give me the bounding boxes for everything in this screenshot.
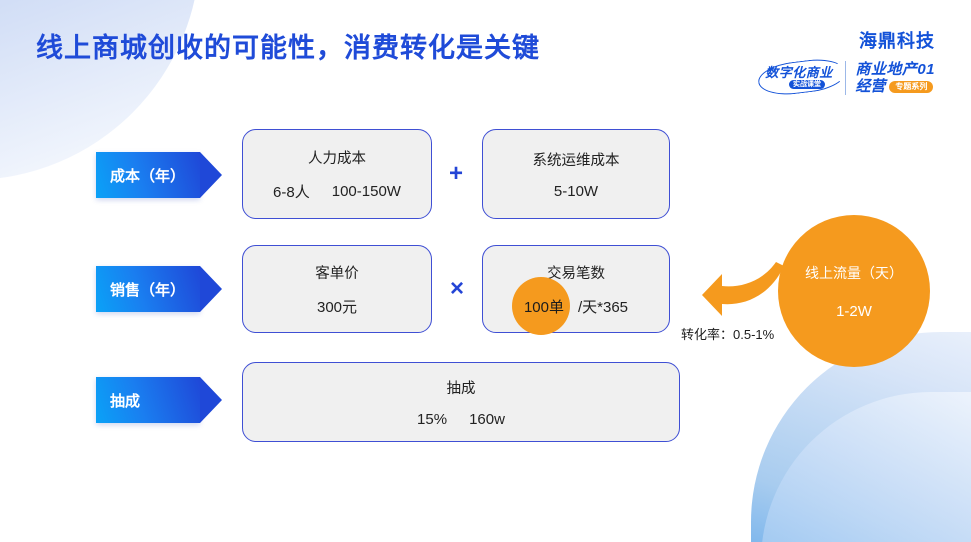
- card-unit-price[interactable]: 客单价 300元: [242, 245, 432, 333]
- card-labor-cost-title: 人力成本: [308, 150, 366, 167]
- card-labor-cost[interactable]: 人力成本 6-8人 100-150W: [242, 129, 432, 219]
- course-badge: 数字化商业 实战课堂: [756, 55, 848, 98]
- row-tag-sales: 销售（年）: [96, 266, 222, 312]
- brand-name: 海鼎科技: [859, 31, 935, 51]
- card-transaction-count[interactable]: 交易笔数 100单 /天*365: [482, 245, 670, 335]
- row-tag-cost: 成本（年）: [96, 152, 222, 198]
- card-commission-values: 15% 160w: [417, 411, 505, 428]
- card-labor-cost-values: 6-8人 100-150W: [273, 181, 401, 202]
- brand-sub-lockup: 数字化商业 实战课堂 商业地产01 经营 专题系列: [756, 55, 935, 98]
- series-line-2-row: 经营 专题系列: [855, 79, 935, 94]
- course-badge-main: 数字化商业: [765, 64, 833, 80]
- row-tag-commission-label: 抽成: [110, 392, 141, 410]
- page-title: 线上商城创收的可能性，消费转化是关键: [36, 33, 540, 63]
- conversion-rate-note: 转化率：0.5-1%: [681, 327, 775, 342]
- highlight-blob: [511, 277, 570, 335]
- tag-arrow-icon: [200, 377, 222, 423]
- traffic-bubble-value: 1-2W: [836, 302, 872, 320]
- curved-left-arrow-icon: [702, 262, 784, 316]
- row-tag-sales-label: 销售（年）: [110, 281, 186, 299]
- card-value: 15%: [417, 410, 448, 428]
- course-badge-sub: 实战课堂: [789, 79, 826, 89]
- series-label: 商业地产01 经营 专题系列: [855, 62, 935, 94]
- card-system-ops-cost-values: 5-10W: [554, 183, 598, 200]
- traffic-bubble-title: 线上流量（天）: [805, 264, 903, 281]
- card-value: 6-8人: [273, 183, 310, 201]
- operator-multiply: ×: [450, 275, 465, 302]
- card-transaction-count-values: 100单 /天*365: [511, 277, 629, 335]
- card-unit-price-title: 客单价: [315, 265, 359, 282]
- card-value-suffix: /天*365: [577, 298, 629, 316]
- series-line-1: 商业地产01: [855, 61, 935, 78]
- card-value: 100-150W: [331, 182, 401, 200]
- card-value-highlight: 100单: [523, 298, 564, 316]
- series-line-2: 经营: [855, 78, 886, 95]
- card-commission-title: 抽成: [446, 380, 476, 397]
- card-system-ops-cost-title: 系统运维成本: [532, 152, 620, 169]
- card-unit-price-values: 300元: [317, 296, 357, 317]
- tag-arrow-icon: [200, 152, 222, 198]
- tag-arrow-icon: [200, 266, 222, 312]
- card-value: 300元: [316, 298, 358, 316]
- brand-divider: [844, 61, 847, 95]
- traffic-bubble: 线上流量（天） 1-2W: [778, 215, 930, 367]
- series-pill: 专题系列: [889, 80, 934, 93]
- card-system-ops-cost[interactable]: 系统运维成本 5-10W: [482, 129, 670, 219]
- card-value: 5-10W: [553, 182, 599, 200]
- row-tag-cost-label: 成本（年）: [110, 167, 186, 185]
- brand-lockup-container: 海鼎科技 数字化商业 实战课堂 商业地产01 经营 专题系列: [756, 31, 935, 98]
- operator-plus: +: [449, 160, 464, 187]
- row-tag-commission: 抽成: [96, 377, 222, 423]
- card-transaction-count-title: 交易笔数: [547, 265, 605, 282]
- card-commission[interactable]: 抽成 15% 160w: [242, 362, 680, 442]
- card-value: 160w: [469, 410, 505, 428]
